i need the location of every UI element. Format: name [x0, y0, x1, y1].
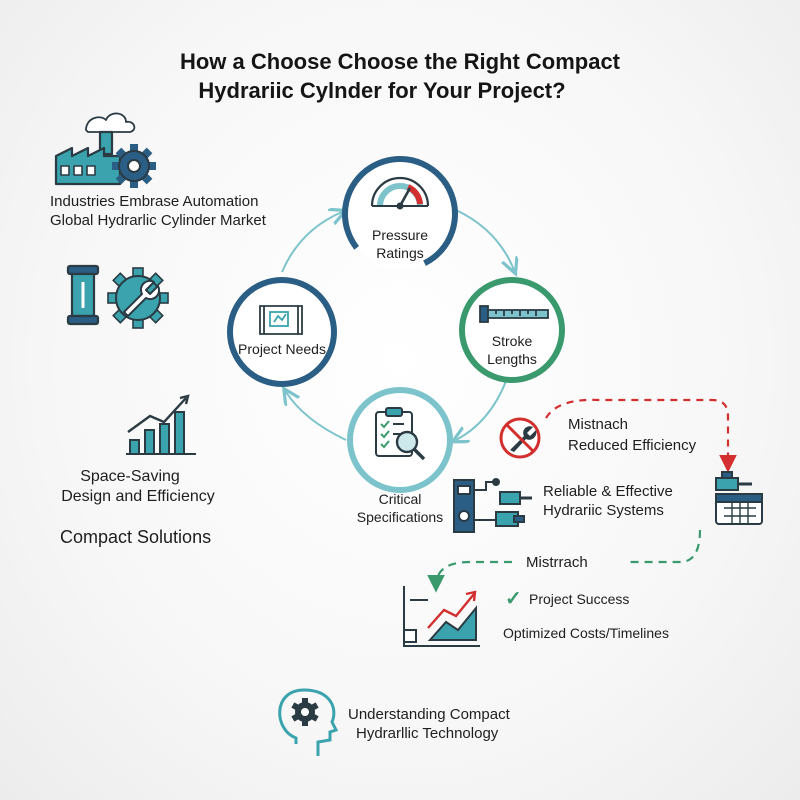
project-success-label: Project Success — [529, 591, 630, 607]
optimized-costs-label: Optimized Costs/Timelines — [503, 625, 669, 641]
stroke-lengths-line-1: Stroke — [491, 333, 533, 349]
stroke-lengths-node — [459, 277, 565, 383]
head-gear-icon — [278, 688, 339, 756]
reduced-efficiency-label: Reduced Efficiency — [568, 437, 697, 454]
critical-specifications-line-2: Specifications — [356, 509, 444, 525]
page-title-line-2: Hydrariic Cylnder for Your Project? — [198, 78, 566, 103]
check-icon: ✓ — [505, 588, 522, 610]
industry-text-line-1: Industries Embrase Automation — [50, 193, 259, 210]
pressure-gauge-icon — [370, 176, 430, 210]
pressure-ratings-line-2: Ratings — [376, 245, 424, 261]
checklist-magnifier-icon — [375, 407, 426, 461]
hydraulic-cylinder-icon — [66, 264, 100, 326]
compact-solutions-label: Compact Solutions — [60, 527, 212, 547]
space-saving-line-2: Design and Efficiency — [61, 488, 215, 505]
gear-icon — [112, 144, 156, 188]
mismatch-label-2: Mistrrach — [526, 554, 588, 571]
mismatch-label-1: Mistnach — [568, 416, 629, 433]
growth-chart-icon — [126, 394, 196, 455]
mismatch-green-arrow-lead — [427, 560, 512, 593]
page-title-line-1: How a Choose Choose the Right Compact — [179, 49, 621, 74]
factory-icon — [54, 112, 136, 186]
mismatch-green-arrow — [626, 529, 702, 564]
industry-text-line-2: Global Hydrarlic Cylinder Market — [50, 212, 266, 229]
report-chart-icon — [403, 586, 480, 647]
no-wrench-icon — [499, 417, 541, 459]
wrench-gear-icon — [107, 267, 169, 329]
project-needs-label: Project Needs — [238, 341, 326, 357]
hydraulic-system-icon — [453, 478, 532, 533]
head-inner-gear-icon — [291, 698, 319, 726]
space-saving-line-1: Space-Saving — [80, 468, 180, 485]
blueprint-icon — [259, 305, 303, 335]
understanding-line-1: Understanding Compact — [348, 706, 510, 723]
stroke-lengths-line-2: Lengths — [487, 351, 537, 367]
cylinder-calendar-icon — [715, 471, 763, 525]
reliable-systems-line-2: Hydrariic Systems — [543, 502, 664, 519]
reliable-systems-line-1: Reliable & Effective — [543, 483, 673, 500]
mismatch-red-arrow — [545, 398, 737, 473]
pressure-ratings-node — [342, 156, 458, 272]
critical-specifications-line-1: Critical — [378, 491, 422, 507]
pressure-ratings-line-1: Pressure — [371, 227, 429, 243]
understanding-line-2: Hydrarllic Technology — [356, 725, 499, 742]
ruler-icon — [479, 305, 549, 323]
